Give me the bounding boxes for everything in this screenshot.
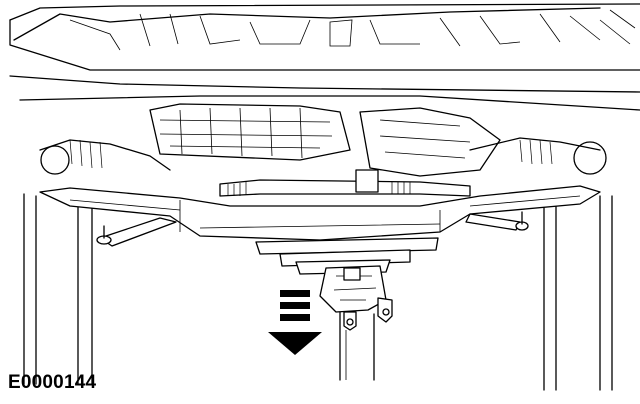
vehicle-underbody bbox=[9, 3, 640, 111]
engine-components bbox=[39, 103, 607, 177]
left-support-posts bbox=[23, 193, 93, 385]
steering-rack bbox=[219, 169, 471, 197]
right-support-posts bbox=[543, 195, 613, 391]
figure-reference-code: E0000144 bbox=[8, 372, 97, 393]
subframe-crossmember bbox=[39, 185, 601, 247]
transmission-jack bbox=[255, 237, 439, 381]
down-arrow-icon bbox=[268, 290, 322, 355]
